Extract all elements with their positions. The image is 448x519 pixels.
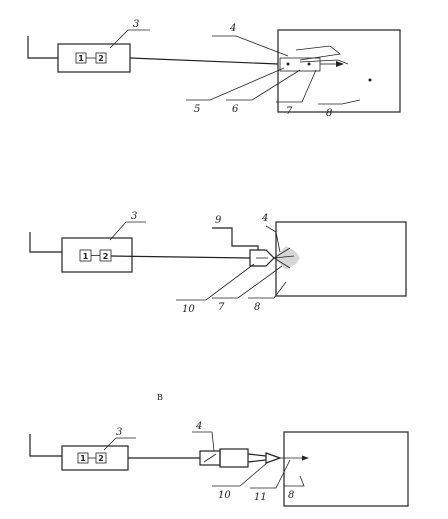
leader-10-c bbox=[212, 461, 269, 487]
leader-4-a bbox=[212, 35, 289, 57]
leader-4-b bbox=[265, 225, 281, 253]
block-2-b bbox=[99, 249, 112, 262]
beam-a-arrow bbox=[336, 61, 344, 67]
block-1-a-label: 1 bbox=[78, 54, 84, 63]
label-7-a: 7 bbox=[286, 106, 293, 117]
leader-8-c bbox=[284, 475, 305, 487]
beam-a-2 bbox=[299, 59, 349, 65]
workpiece-c bbox=[283, 431, 409, 507]
block-1-b-label: 1 bbox=[83, 252, 89, 261]
label-9-b: 9 bbox=[215, 215, 222, 226]
section-label: B bbox=[157, 393, 163, 402]
leader-3-b bbox=[109, 221, 146, 241]
label-7-b: 7 bbox=[218, 302, 225, 313]
panel-c: 1 2 3 4 10 11 8 bbox=[29, 421, 409, 507]
block-2-c-label: 2 bbox=[98, 454, 104, 463]
block-2-a bbox=[95, 52, 107, 64]
beam-fan-b-outline bbox=[273, 247, 295, 269]
nozzle-tip-c bbox=[265, 452, 282, 464]
block-2-b-label: 2 bbox=[103, 252, 109, 261]
leader-5-a bbox=[186, 67, 285, 101]
probe-large-box-c bbox=[219, 448, 249, 468]
signal-line-b bbox=[110, 255, 251, 259]
leader-11-c bbox=[250, 459, 291, 489]
label-8-b: 8 bbox=[254, 302, 260, 313]
nozzle-upper-c bbox=[247, 453, 267, 457]
workpiece-b bbox=[275, 221, 407, 297]
leader-7-a bbox=[276, 69, 317, 103]
label-4-b: 4 bbox=[261, 213, 268, 224]
dot-a-3 bbox=[368, 78, 372, 82]
probe-head-b bbox=[249, 249, 275, 267]
panel-b: 1 2 3 9 4 10 7 8 bbox=[29, 211, 407, 315]
emitter-a bbox=[279, 57, 321, 72]
input-lead-b bbox=[29, 232, 62, 253]
label-3-a: 3 bbox=[133, 19, 139, 30]
feed-line-9-b bbox=[212, 227, 259, 250]
input-lead-c bbox=[29, 434, 62, 457]
label-4-c: 4 bbox=[195, 421, 202, 432]
leader-7-b bbox=[212, 265, 283, 299]
leader-4-c bbox=[192, 431, 215, 452]
leader-8-a bbox=[318, 99, 361, 105]
label-5-a: 5 bbox=[194, 104, 200, 115]
leader-6-a bbox=[226, 69, 301, 101]
input-lead-a bbox=[27, 36, 58, 59]
signal-line-a bbox=[129, 57, 279, 65]
label-8-c: 8 bbox=[288, 490, 294, 501]
panel-a: 1 2 3 4 5 6 7 8 bbox=[27, 19, 401, 119]
nozzle-lower-c bbox=[247, 459, 267, 463]
label-11-c: 11 bbox=[254, 492, 267, 503]
label-8-a: 8 bbox=[326, 108, 332, 119]
leader-3-c bbox=[103, 437, 136, 451]
label-10-b: 10 bbox=[182, 304, 195, 315]
beam-fan-b bbox=[274, 246, 300, 270]
block-2-a-label: 2 bbox=[98, 54, 104, 63]
dot-a-1 bbox=[286, 62, 290, 66]
label-6-a: 6 bbox=[232, 104, 239, 115]
block-2-c bbox=[95, 452, 107, 464]
label-10-c: 10 bbox=[218, 490, 231, 501]
beam-arrow-c bbox=[302, 455, 309, 461]
block-1-c-label: 1 bbox=[80, 454, 86, 463]
dot-a-2 bbox=[307, 62, 311, 66]
label-3-b: 3 bbox=[131, 211, 137, 222]
leader-10-b bbox=[176, 263, 255, 301]
label-3-c: 3 bbox=[116, 427, 122, 438]
label-4-a: 4 bbox=[229, 23, 236, 34]
leader-8-b bbox=[248, 281, 287, 299]
leader-3-a bbox=[109, 29, 150, 49]
unit-3-b bbox=[61, 237, 133, 273]
beam-a-1 bbox=[295, 45, 341, 61]
probe-diag-c bbox=[203, 453, 217, 463]
